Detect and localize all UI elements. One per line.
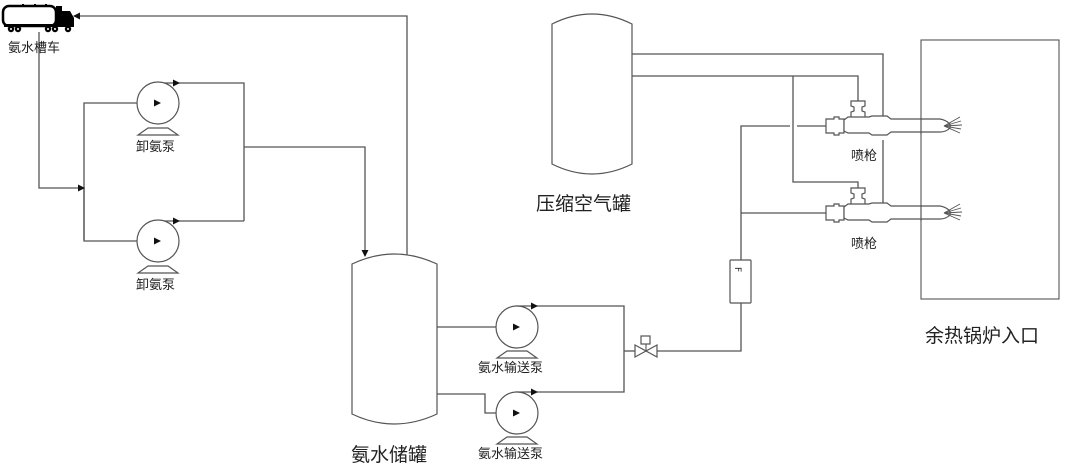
boiler-inlet-label: 余热锅炉入口 [925,325,1039,347]
pipe-valve-to-flowmeter [656,303,742,352]
air-tank-vessel [551,13,633,175]
storage-tank-label: 氨水储罐 [351,444,427,466]
control-valve-icon [634,335,658,359]
spray-gun-1-label: 喷枪 [851,148,877,164]
pipe-unload-discharge-1 [158,82,245,221]
arrow-to-manifold [78,184,85,192]
unloading-pump-2 [136,219,180,274]
pipes [38,15,884,414]
pipe-air-2 [632,75,859,101]
unloading-pump-1-label: 卸氨泵 [136,139,175,155]
spray-gun-1-icon [825,100,963,136]
pipe-to-storage-tank [244,146,366,256]
pipe-flowmeter-up [740,125,790,260]
arrow-tpump1-out [531,302,538,310]
arrow-pump2-out [173,217,180,225]
unloading-pump-2-label: 卸氨泵 [136,277,175,293]
pipe-unload-suction-2 [83,188,158,242]
pipe-unload-suction-1 [83,102,158,240]
tanker-truck-label: 氨水槽车 [8,40,60,56]
air-tank-label: 压缩空气罐 [536,193,631,215]
transfer-pump-2 [495,391,539,445]
pipe-air-1 [632,53,884,118]
transfer-pump-2-label: 氨水输送泵 [478,446,543,462]
arrow-pump1-out [173,79,180,87]
transfer-pump-1 [495,305,539,359]
flowmeter-label: F [732,267,742,272]
pipe-air-3 [792,76,859,188]
flowmeter-icon: F [729,259,752,304]
arrow-tpump2-out [531,388,538,396]
pipe-truck-outlet [38,32,84,189]
pipe-tank-to-truck [76,15,408,258]
spray-gun-2-label: 喷枪 [851,236,877,252]
flow-arrows [73,12,538,417]
tanker-truck-icon [1,4,74,33]
arrow-to-truck [73,12,80,20]
arrow-into-tank [361,250,369,257]
boiler-inlet-box [920,39,1060,300]
pipe-transfer-discharge-1 [516,305,625,393]
pump-base [136,265,180,274]
transfer-pump-1-label: 氨水输送泵 [478,360,543,376]
spray-gun-2-icon [825,187,963,223]
unloading-pump-1 [136,81,180,136]
pump-base [136,127,180,136]
storage-tank-vessel [351,253,438,425]
